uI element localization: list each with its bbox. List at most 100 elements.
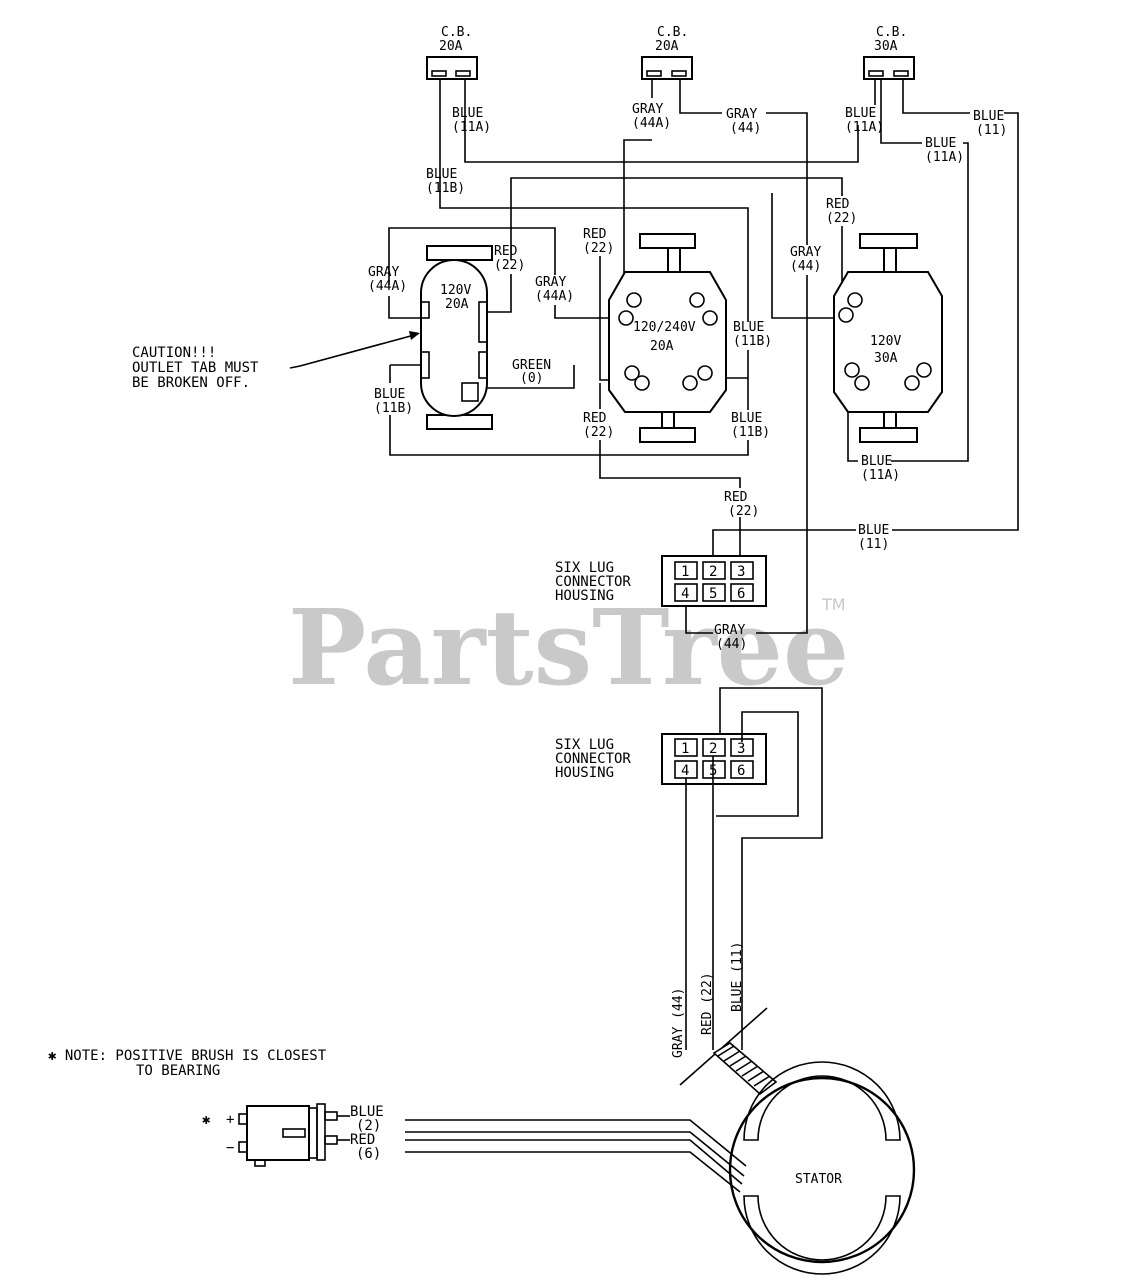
lug-1: 1 — [681, 741, 689, 757]
outlet-120-240v-20a: 120/240V 20A — [608, 233, 727, 443]
label-code: (11) — [976, 123, 1007, 138]
note-line-1: ✱ NOTE: POSITIVE BRUSH IS CLOSEST — [48, 1048, 327, 1064]
wire-labels: BLUE (11A) BLUE (11B) GRAY (44A) GRAY (4… — [368, 102, 1007, 652]
label-gray: GRAY — [714, 623, 745, 638]
stator-label: STATOR — [795, 1172, 842, 1187]
label-code: (22) — [728, 504, 759, 519]
label-code: (11A) — [845, 120, 884, 135]
connector-label-1: SIX LUG — [555, 560, 614, 576]
label-code: (22) — [583, 425, 614, 440]
outlet-120v-20a: 120V 20A — [420, 245, 493, 430]
circuit-breaker-2: C.B. 20A — [641, 25, 693, 80]
breaker-3-label: C.B. — [876, 25, 907, 40]
outlet-120v-30a-rating: 30A — [874, 351, 898, 366]
label-code: (44) — [790, 259, 821, 274]
label-blue: BLUE — [845, 106, 876, 121]
lug-5: 5 — [709, 586, 717, 602]
label-code: (44) — [730, 121, 761, 136]
label-code: (11B) — [731, 425, 770, 440]
connector-label-3: HOUSING — [555, 588, 614, 604]
lug-2: 2 — [709, 741, 717, 757]
label-code: (11A) — [925, 150, 964, 165]
label-code: (44A) — [632, 116, 671, 131]
caution-line-3: BE BROKEN OFF. — [132, 375, 250, 391]
outlet-120v-30a: 120V 30A — [833, 233, 943, 443]
outlet-120v-30a-voltage: 120V — [870, 334, 901, 349]
brush-blue-label: BLUE — [350, 1104, 384, 1120]
label-blue: BLUE — [733, 320, 764, 335]
label-blue: BLUE — [426, 167, 457, 182]
label-red: RED — [724, 490, 748, 505]
label-code: (22) — [826, 211, 857, 226]
breaker-2-label: C.B. — [657, 25, 688, 40]
label-code: (11B) — [426, 181, 465, 196]
stator-lead-blue-label: BLUE (11) — [730, 942, 745, 1012]
label-code: (44) — [716, 637, 747, 652]
label-blue: BLUE — [731, 411, 762, 426]
outlet-120v-20a-voltage: 120V — [440, 283, 471, 298]
note-line-2: TO BEARING — [136, 1063, 220, 1079]
label-blue: BLUE — [973, 109, 1004, 124]
label-blue: BLUE — [452, 106, 483, 121]
stator: STATOR — [728, 1061, 916, 1275]
brush-minus: − — [226, 1140, 234, 1156]
lug-4: 4 — [681, 586, 689, 602]
brush-plus: + — [226, 1112, 234, 1128]
label-code: (11) — [858, 537, 889, 552]
outlet-120-240v-rating: 20A — [650, 339, 674, 354]
brush-star: ✱ — [202, 1112, 211, 1128]
six-lug-connector-lower: SIX LUG CONNECTOR HOUSING 1 2 3 4 5 6 — [555, 733, 767, 785]
label-red: RED — [826, 197, 850, 212]
label-gray: GRAY — [790, 245, 821, 260]
caution-note: CAUTION!!! OUTLET TAB MUST BE BROKEN OFF… — [132, 331, 420, 391]
caution-line-1: CAUTION!!! — [132, 345, 216, 361]
brush-blue-code: (2) — [356, 1118, 381, 1134]
label-gray: GRAY — [632, 102, 663, 117]
label-red: RED — [583, 411, 607, 426]
lug-2: 2 — [709, 564, 717, 580]
label-gray: GRAY — [726, 107, 757, 122]
lug-3: 3 — [737, 564, 745, 580]
label-code: (22) — [583, 241, 614, 256]
label-code: (11B) — [733, 334, 772, 349]
circuit-breaker-3: C.B. 30A — [863, 25, 915, 80]
connector-label-2: CONNECTOR — [555, 574, 631, 590]
breaker-2-rating: 20A — [655, 39, 679, 54]
connector-label-1: SIX LUG — [555, 737, 614, 753]
lug-3: 3 — [737, 741, 745, 757]
connector-label-3: HOUSING — [555, 765, 614, 781]
lug-6: 6 — [737, 763, 745, 779]
stator-leads: GRAY (44) RED (22) BLUE (11) — [671, 687, 823, 1096]
lug-4: 4 — [681, 763, 689, 779]
label-blue: BLUE — [374, 387, 405, 402]
label-code: (22) — [494, 258, 525, 273]
label-red: RED — [494, 244, 518, 259]
label-code: (11B) — [374, 401, 413, 416]
label-green: GREEN — [512, 358, 551, 373]
lug-1: 1 — [681, 564, 689, 580]
label-code: (0) — [520, 371, 543, 386]
brush-red-label: RED — [350, 1132, 375, 1148]
breaker-1-label: C.B. — [441, 25, 472, 40]
lug-6: 6 — [737, 586, 745, 602]
label-gray: GRAY — [535, 275, 566, 290]
label-blue: BLUE — [861, 454, 892, 469]
brush-assembly: ✱ NOTE: POSITIVE BRUSH IS CLOSEST TO BEA… — [48, 1048, 747, 1193]
brush-red-code: (6) — [356, 1146, 381, 1162]
six-lug-connector-upper: SIX LUG CONNECTOR HOUSING 1 2 3 4 5 6 — [555, 555, 767, 607]
outlet-120-240v-voltage: 120/240V — [633, 320, 696, 335]
wires — [388, 79, 1019, 634]
circuit-breaker-1: C.B. 20A — [426, 25, 478, 80]
caution-line-2: OUTLET TAB MUST — [132, 360, 259, 376]
label-code: (44A) — [368, 279, 407, 294]
label-code: (44A) — [535, 289, 574, 304]
breaker-3-rating: 30A — [874, 39, 898, 54]
breaker-1-rating: 20A — [439, 39, 463, 54]
label-blue: BLUE — [925, 136, 956, 151]
connector-label-2: CONNECTOR — [555, 751, 631, 767]
stator-lead-red-label: RED (22) — [700, 972, 715, 1035]
label-blue: BLUE — [858, 523, 889, 538]
label-red: RED — [583, 227, 607, 242]
label-code: (11A) — [452, 120, 491, 135]
